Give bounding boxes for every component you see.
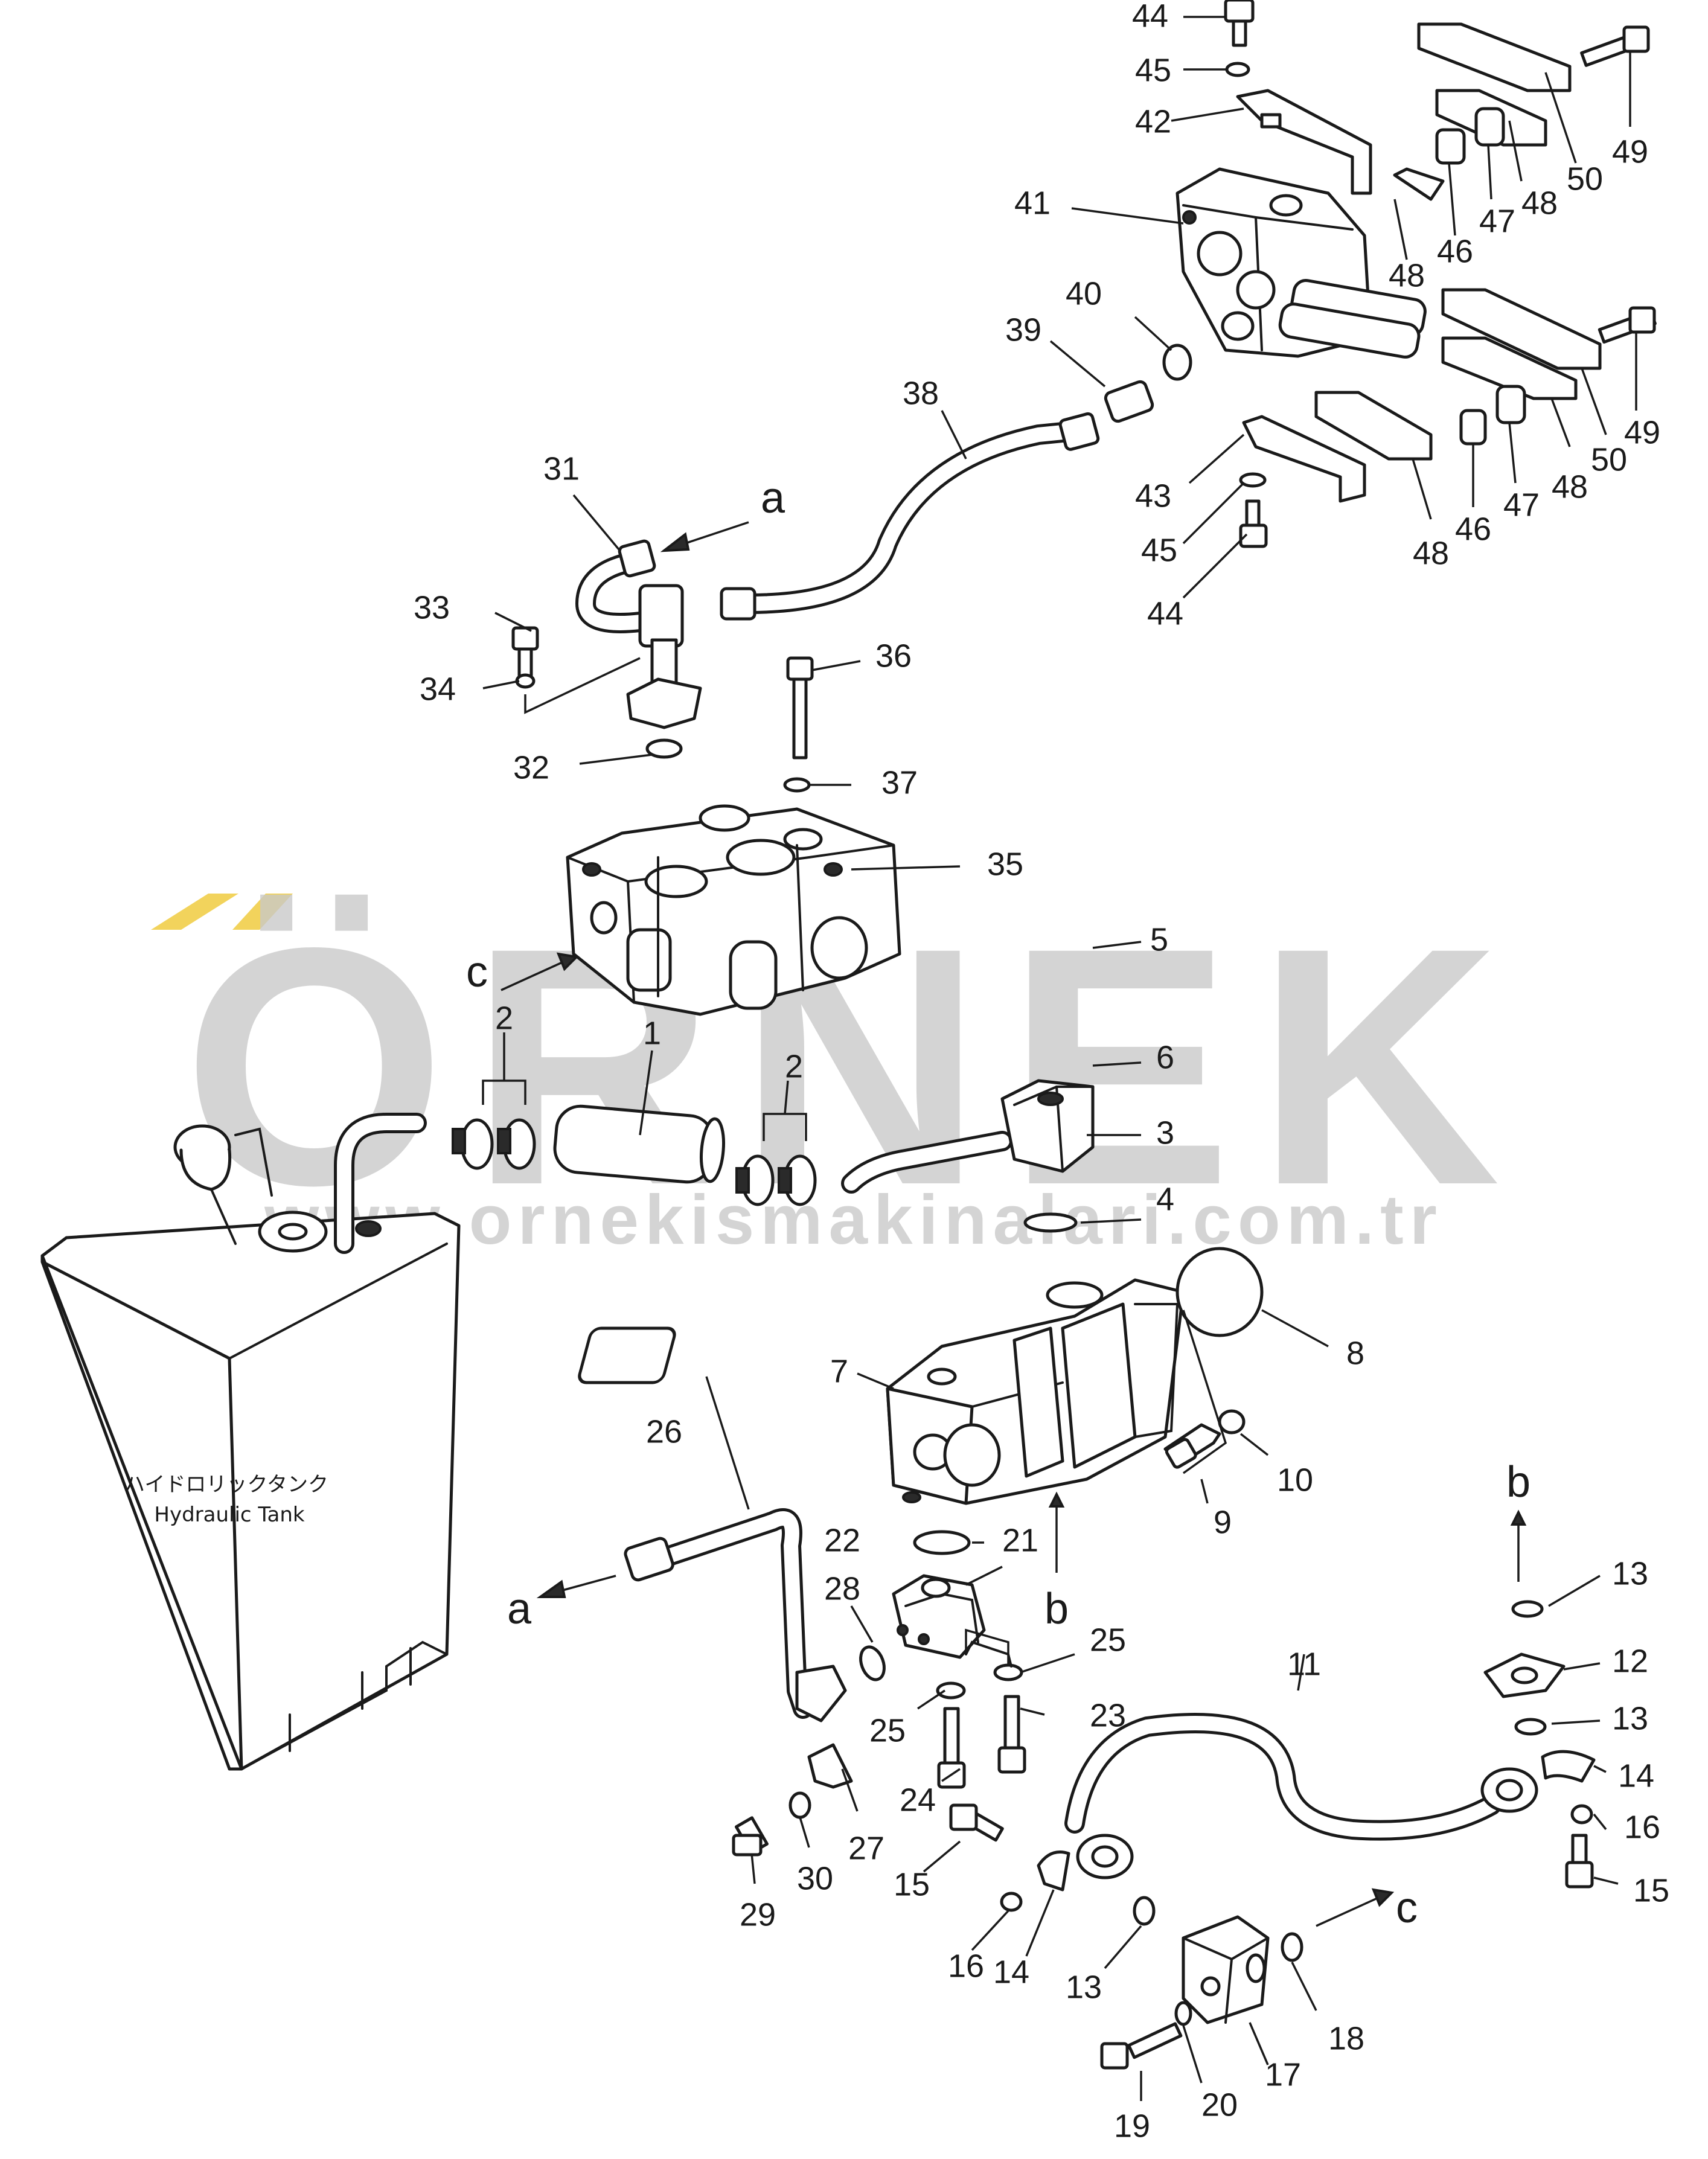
callout-48-top-inner: 48 — [1389, 257, 1425, 293]
callout-43: 43 — [1135, 478, 1171, 514]
callout-26: 26 — [646, 1413, 682, 1450]
callout-13-mid: 13 — [1612, 1700, 1648, 1736]
callout-50-bottom: 50 — [1591, 441, 1627, 478]
callout-20: 20 — [1201, 2087, 1238, 2123]
hose-38 — [720, 344, 1192, 621]
callout-30: 30 — [797, 1860, 833, 1896]
callout-41: 41 — [1014, 185, 1051, 221]
delivery-hose-11 — [949, 1600, 1596, 2070]
callout-12: 12 — [1612, 1643, 1648, 1679]
callout-29: 29 — [740, 1896, 776, 1933]
o-ring-8 — [1175, 1247, 1264, 1337]
callout-48-bottom-inner: 48 — [1413, 535, 1449, 571]
callout-28: 28 — [824, 1570, 860, 1607]
callout-27: 27 — [848, 1830, 884, 1866]
callout-16-right: 16 — [1624, 1809, 1660, 1845]
callout-22: 22 — [824, 1522, 860, 1558]
callout-45-bottom: 45 — [1141, 532, 1177, 568]
callout-44-top: 44 — [1132, 0, 1168, 34]
callout-49-bottom: 49 — [1624, 414, 1660, 450]
callout-2-left: 2 — [495, 1000, 513, 1036]
hydraulic-pump — [578, 1247, 1264, 1505]
suction-line — [452, 1079, 1095, 1233]
callout-48-top-outer: 48 — [1521, 185, 1558, 221]
callout-15-right: 15 — [1633, 1872, 1669, 1908]
tank-label-japanese: ハイドロリックタンク — [124, 1473, 328, 1497]
auxiliary-valve-41 — [1175, 0, 1657, 548]
callout-8: 8 — [1346, 1335, 1364, 1371]
callout-38: 38 — [903, 375, 939, 411]
pressure-pipe-26 — [624, 1508, 853, 1857]
flow-letter-b-right: b — [1506, 1458, 1530, 1506]
callout-47-bottom: 47 — [1503, 487, 1540, 523]
hose-clamp-left-1 — [460, 1118, 494, 1170]
leader-lines — [482, 16, 1637, 2101]
suction-hose — [553, 1104, 715, 1184]
callout-37: 37 — [881, 764, 918, 801]
callout-14-left: 14 — [993, 1954, 1029, 1990]
callout-48-bottom-outer: 48 — [1552, 469, 1588, 505]
flow-letter-b-pump: b — [1044, 1585, 1069, 1633]
callout-46-bottom: 46 — [1455, 511, 1491, 547]
part-callouts: 1 2 2 3 4 5 6 7 8 9 10 11 12 13 13 13 14… — [414, 0, 1669, 2144]
callout-2-right: 2 — [785, 1048, 803, 1084]
flow-letter-c-valve: c — [466, 948, 488, 996]
callout-11: 11 — [1287, 1646, 1321, 1682]
callout-13-bottom: 13 — [1066, 1969, 1102, 2005]
o-ring-22 — [913, 1530, 971, 1555]
callout-18: 18 — [1328, 2020, 1364, 2056]
callout-6: 6 — [1156, 1039, 1174, 1075]
pilot-pipe-31 — [511, 539, 702, 729]
suction-elbow-flange — [1000, 1079, 1095, 1173]
callout-5: 5 — [1150, 921, 1168, 958]
callout-10: 10 — [1277, 1462, 1313, 1498]
callout-40: 40 — [1066, 275, 1102, 312]
callout-42: 42 — [1135, 103, 1171, 139]
pump-outlet-elbow — [859, 1530, 1026, 1789]
callout-47-top: 47 — [1479, 203, 1515, 239]
callout-25-left: 25 — [869, 1712, 906, 1748]
callout-36: 36 — [875, 638, 912, 674]
callout-49-top: 49 — [1612, 133, 1648, 170]
callout-7: 7 — [830, 1353, 848, 1389]
flow-letter-a-bottom: a — [507, 1585, 532, 1633]
callout-3: 3 — [1156, 1115, 1174, 1151]
callout-21: 21 — [1002, 1522, 1038, 1558]
callout-16-left: 16 — [948, 1948, 984, 1984]
callout-45-top: 45 — [1135, 52, 1171, 88]
callout-15-left: 15 — [894, 1866, 930, 1902]
callout-44-bottom: 44 — [1147, 595, 1183, 632]
callout-25-right: 25 — [1090, 1622, 1126, 1658]
callout-33: 33 — [414, 589, 450, 625]
hydraulic-tank: ハイドロリックタンク Hydraulic Tank — [40, 1113, 461, 1771]
o-ring-4 — [1023, 1212, 1078, 1233]
callout-24: 24 — [900, 1782, 936, 1818]
callout-23: 23 — [1090, 1697, 1126, 1733]
flow-letter-a-top: a — [761, 474, 785, 522]
callout-1: 1 — [643, 1015, 661, 1051]
main-control-valve — [566, 656, 901, 1016]
callout-50-top: 50 — [1567, 161, 1603, 197]
flow-arrows — [501, 521, 1527, 1927]
callout-35: 35 — [987, 846, 1023, 882]
callout-31: 31 — [543, 450, 580, 487]
callout-39: 39 — [1005, 312, 1041, 348]
watermark-accent-mark-left — [151, 894, 238, 930]
callout-9: 9 — [1214, 1504, 1232, 1540]
callout-34: 34 — [420, 671, 456, 707]
callout-32: 32 — [513, 749, 549, 785]
callout-46-top: 46 — [1437, 233, 1473, 269]
tank-label-english: Hydraulic Tank — [154, 1503, 305, 1527]
callout-17: 17 — [1265, 2056, 1301, 2093]
callout-13-top: 13 — [1612, 1555, 1648, 1591]
callout-4: 4 — [1156, 1181, 1174, 1217]
watermark-accent-mark-right — [232, 894, 293, 930]
callout-14-right: 14 — [1618, 1758, 1654, 1794]
callout-19: 19 — [1114, 2108, 1150, 2144]
flow-letter-c-bottom: c — [1396, 1884, 1418, 1932]
